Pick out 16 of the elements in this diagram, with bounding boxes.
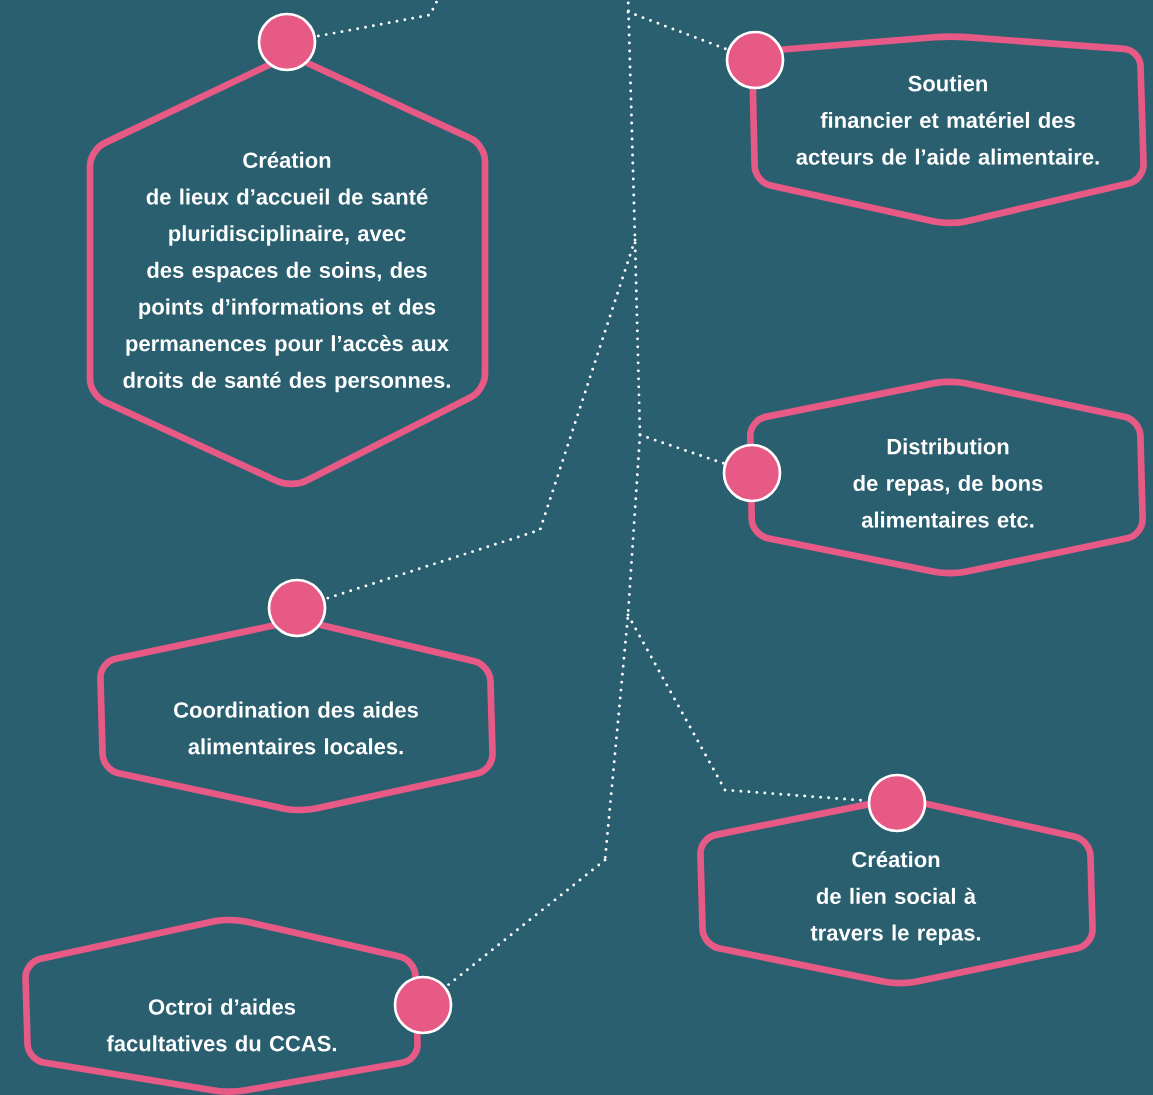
circle-marker bbox=[393, 975, 453, 1035]
hexagon-box: Soutien financier et matériel des acteurs de l’aide alimentaire. bbox=[749, 33, 1147, 227]
hexagon-box: Coordination des aides alimentaires locales. bbox=[97, 618, 496, 814]
circle-marker bbox=[722, 443, 782, 503]
hexagon-box: Création de lien social à travers le repas. bbox=[697, 796, 1096, 987]
dotted-connector bbox=[626, 10, 730, 52]
circle-marker bbox=[725, 30, 785, 90]
hexagon-box: Distribution de repas, de bons alimentaires etc. bbox=[746, 378, 1146, 577]
dotted-connector bbox=[323, 238, 637, 601]
circle-marker bbox=[867, 773, 927, 833]
dotted-connector bbox=[638, 433, 726, 466]
dotted-connector bbox=[444, 858, 607, 989]
circle-marker bbox=[267, 578, 327, 638]
circle-marker bbox=[257, 12, 317, 72]
hexagon-box: Octroi d’aides facultatives du CCAS. bbox=[22, 916, 421, 1095]
hexagon-box: Création de lieux d’accueil de santé pluridisciplinaire, avec des espaces de soins, des points d’informations et des permanences pour l’accès aux droits de santé des personnes. bbox=[86, 55, 489, 488]
